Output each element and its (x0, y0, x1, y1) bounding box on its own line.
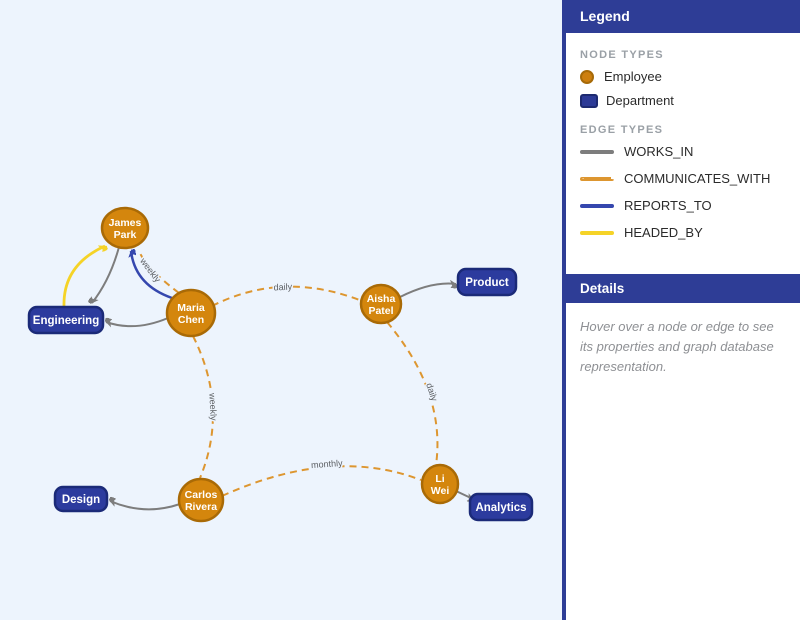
edge-communicates-with-maria-james[interactable] (138, 250, 180, 294)
communicates-with-line-swatch-icon (580, 176, 614, 181)
node-types-heading: NODE TYPES (580, 49, 664, 61)
legend-item-works-in: WORKS_IN (580, 144, 786, 159)
edge-reports-to-maria-james[interactable] (131, 251, 173, 300)
reports-to-line-swatch-icon (580, 203, 614, 208)
edge-types-heading: EDGE TYPES (580, 124, 664, 136)
works-in-line-swatch-icon (580, 149, 614, 154)
legend-item-communicates-with: COMMUNICATES_WITH (580, 171, 786, 186)
legend-item-label: HEADED_BY (624, 225, 703, 240)
edge-label-carlos-liwei: monthly (311, 458, 344, 470)
node-design[interactable]: Design (53, 485, 109, 513)
details-placeholder-text: Hover over a node or edge to see its pro… (580, 319, 774, 375)
edge-communicates-with-aisha-liwei[interactable] (386, 321, 439, 466)
legend-item-headed-by: HEADED_BY (580, 225, 786, 240)
legend-item-employee: Employee (580, 69, 786, 84)
node-analytics[interactable]: Analytics (468, 492, 534, 522)
headed-by-line-swatch-icon (580, 230, 614, 235)
edge-communicates-with-maria-carlos[interactable] (192, 335, 214, 479)
node-product[interactable]: Product (456, 267, 518, 297)
details-panel-header: Details (566, 274, 800, 303)
department-node-swatch-icon (580, 93, 598, 108)
legend-item-label: REPORTS_TO (624, 198, 712, 213)
sidebar: Legend NODE TYPES Employee Department ED… (562, 0, 800, 620)
node-label: Engineering (33, 315, 99, 327)
edge-labels-layer: weekly daily daily weekly monthly (136, 254, 441, 472)
legend-panel-body: NODE TYPES Employee Department EDGE TYPE… (566, 33, 800, 266)
legend-item-label: COMMUNICATES_WITH (624, 171, 771, 186)
legend-title: Legend (580, 8, 630, 24)
legend-item-label: Employee (604, 69, 662, 84)
legend-item-reports-to: REPORTS_TO (580, 198, 786, 213)
node-label: Analytics (475, 502, 526, 514)
edge-label-maria-carlos: weekly (207, 392, 219, 421)
edge-communicates-with-maria-aisha[interactable] (211, 285, 363, 307)
edge-label-maria-aisha: daily (273, 282, 293, 293)
edge-works-in-james-engineering[interactable] (92, 246, 120, 303)
legend-item-label: Department (606, 93, 674, 108)
legend-panel-header: Legend (566, 0, 800, 33)
details-panel-body: Hover over a node or edge to see its pro… (566, 303, 800, 391)
edge-label-maria-james: weekly (138, 255, 163, 284)
details-title: Details (580, 281, 625, 296)
node-label: Product (465, 277, 509, 289)
edge-works-in-aisha-product[interactable] (399, 284, 456, 298)
legend-item-label: WORKS_IN (624, 144, 694, 159)
edge-communicates-with-carlos-liwei[interactable] (221, 465, 422, 497)
edge-headed-by-engineering-james[interactable] (62, 244, 105, 307)
node-engineering[interactable]: Engineering (27, 305, 105, 335)
edge-works-in-maria-engineering[interactable] (106, 317, 169, 326)
edge-works-in-carlos-design[interactable] (110, 501, 181, 511)
edges-layer (62, 244, 473, 511)
node-label: Design (62, 494, 100, 506)
edge-label-aisha-liwei: daily (424, 382, 439, 403)
legend-item-department: Department (580, 93, 786, 108)
employee-node-swatch-icon (580, 69, 594, 84)
